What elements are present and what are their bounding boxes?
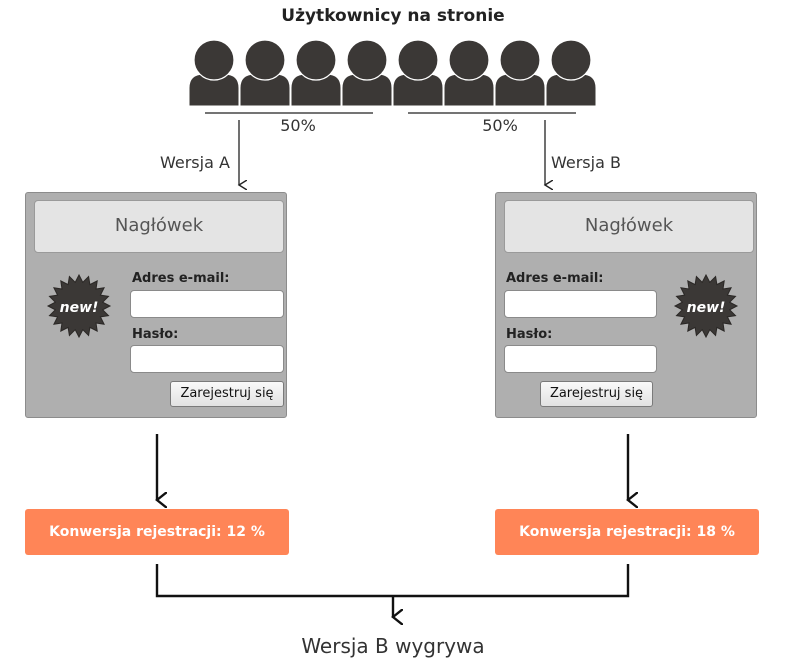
merge-bracket xyxy=(155,564,630,598)
users-group xyxy=(188,39,597,107)
left-percent-label: 50% xyxy=(280,116,316,135)
new-starburst-icon: new! xyxy=(46,273,112,339)
winner-label: Wersja B wygrywa xyxy=(301,634,485,658)
diagram-title: Użytkownicy na stronie xyxy=(281,6,505,26)
email-label: Adres e-mail: xyxy=(506,271,604,286)
person-icon xyxy=(290,39,342,107)
email-label: Adres e-mail: xyxy=(132,271,230,286)
variant-b-panel: Nagłówek Adres e-mail: Hasło: Zarejestru… xyxy=(495,192,757,418)
new-starburst-icon: new! xyxy=(673,273,739,339)
person-icon xyxy=(239,39,291,107)
register-button[interactable]: Zarejestruj się xyxy=(170,381,284,407)
person-icon xyxy=(392,39,444,107)
password-field[interactable] xyxy=(504,345,657,373)
register-button[interactable]: Zarejestruj się xyxy=(540,381,653,407)
variant-a-label: Wersja A xyxy=(160,153,230,172)
password-label: Hasło: xyxy=(506,327,553,342)
person-icon xyxy=(494,39,546,107)
variant-a-panel: Nagłówek new! Adres e-mail: Hasło: Zarej… xyxy=(25,192,287,418)
badge-text: new! xyxy=(60,300,99,316)
variant-b-result: Konwersja rejestracji: 18 % xyxy=(495,509,759,555)
password-label: Hasło: xyxy=(132,327,179,342)
variant-b-label: Wersja B xyxy=(551,153,621,172)
variant-a-result: Konwersja rejestracji: 12 % xyxy=(25,509,289,555)
variant-a-header: Nagłówek xyxy=(34,200,284,253)
person-icon xyxy=(341,39,393,107)
person-icon xyxy=(188,39,240,107)
password-field[interactable] xyxy=(130,345,284,373)
badge-text: new! xyxy=(687,300,726,316)
email-field[interactable] xyxy=(504,290,657,318)
person-icon xyxy=(443,39,495,107)
email-field[interactable] xyxy=(130,290,284,318)
person-icon xyxy=(545,39,597,107)
right-percent-label: 50% xyxy=(482,116,518,135)
variant-b-header: Nagłówek xyxy=(504,200,754,253)
